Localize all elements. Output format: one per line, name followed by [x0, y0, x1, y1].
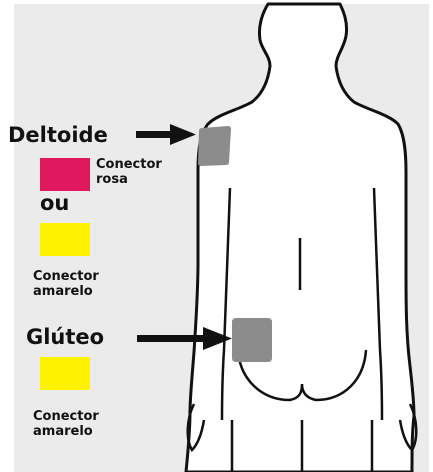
gluteal-label: Glúteo — [26, 327, 104, 348]
deltoid-arrow — [136, 124, 196, 145]
yellow-connector-label-alt-line2: amarelo — [33, 284, 93, 299]
yellow-connector-label-alt-line1: Conector — [33, 269, 99, 284]
yellow-connector-swatch-gluteal — [40, 357, 90, 390]
pink-connector-swatch — [40, 158, 90, 191]
pink-connector-label-line2: rosa — [96, 172, 128, 187]
deltoid-label: Deltoide — [8, 125, 108, 146]
yellow-connector-label-gluteal-line1: Conector — [33, 409, 99, 424]
deltoid-injection-site — [198, 126, 231, 166]
yellow-connector-label-alt: Conector amarelo — [33, 269, 99, 299]
or-label: ou — [40, 193, 69, 214]
yellow-connector-label-gluteal-line2: amarelo — [33, 424, 93, 439]
pink-connector-label: Conector rosa — [96, 157, 162, 187]
yellow-connector-label-gluteal: Conector amarelo — [33, 409, 99, 439]
yellow-connector-swatch-alt — [40, 223, 90, 256]
pink-connector-label-line1: Conector — [96, 157, 162, 172]
gluteal-injection-site — [232, 318, 272, 362]
